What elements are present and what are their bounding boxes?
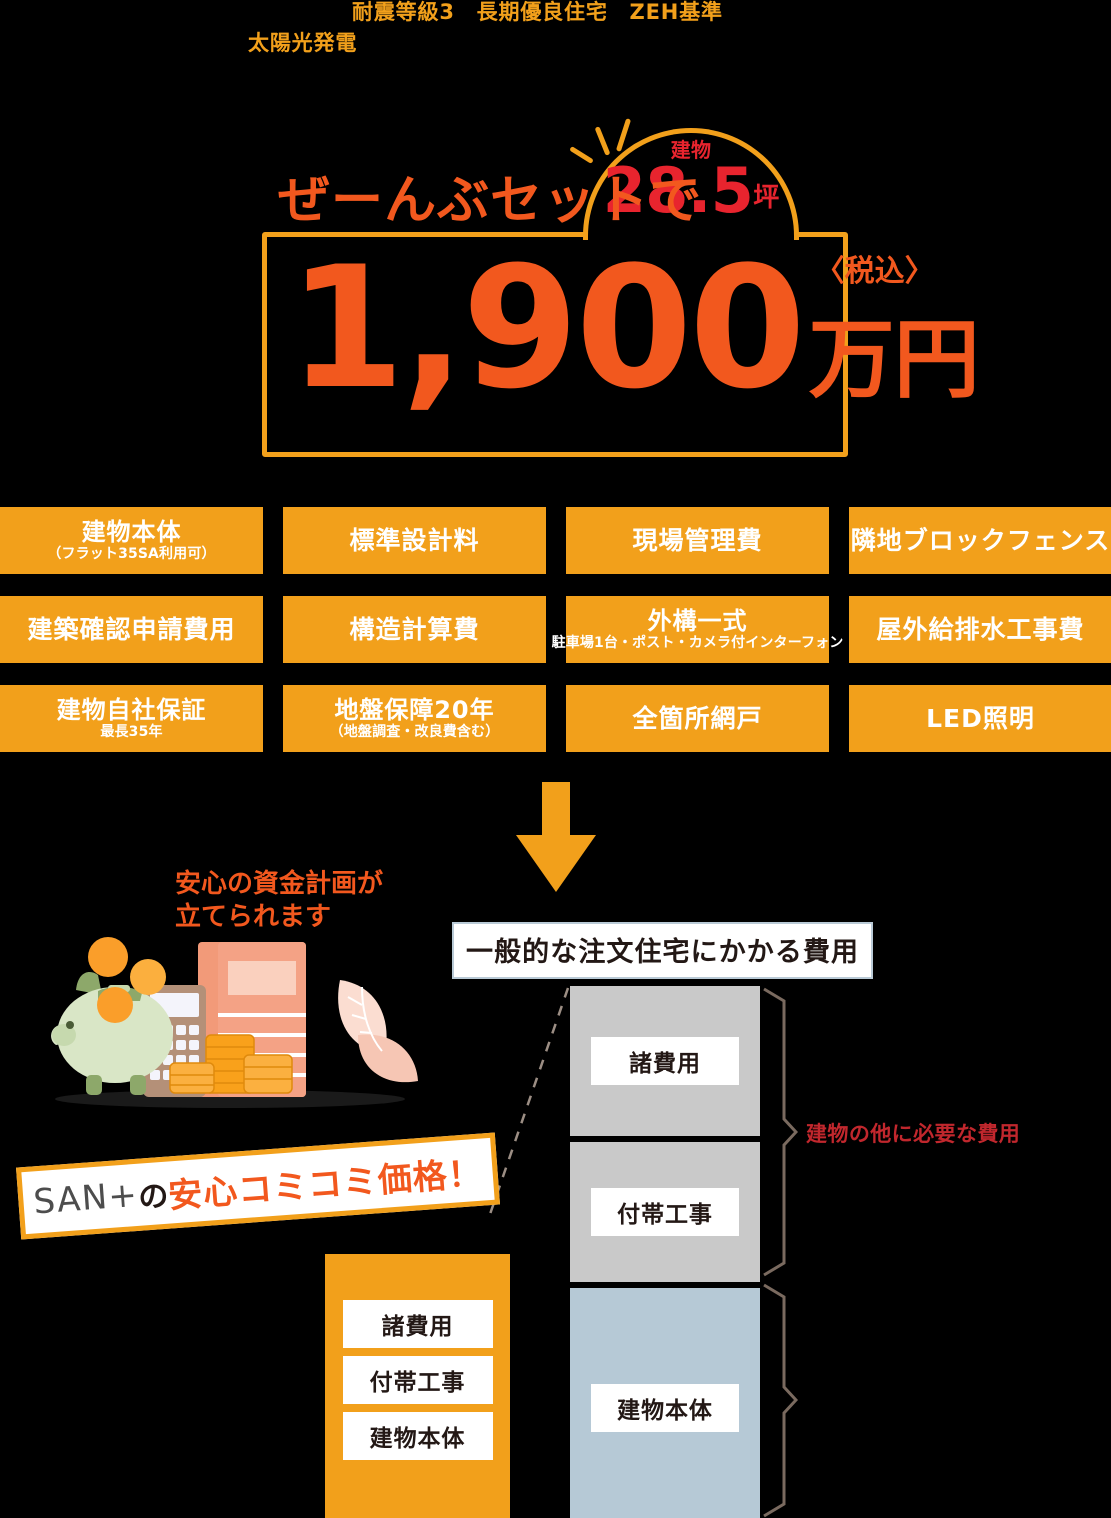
bracket-icon-2 [763, 1283, 798, 1518]
feature-title: 建物本体 [81, 517, 182, 546]
feature-grid: 建物本体（フラット35SA利用可） 標準設計料 現場管理費 隣地ブロックフェンス建築確… [0, 507, 1111, 752]
bar-segment-label: 建物本体 [342, 1412, 493, 1460]
feature-cell: 地盤保障20年（地盤調査・改良費含む） [283, 685, 546, 752]
feature-subtitle: （地盤調査・改良費含む） [329, 724, 500, 741]
coin-stack-icon [169, 1034, 293, 1094]
feature-subtitle: 駐車場1台・ポスト・カメラ付インターフォン [551, 635, 844, 652]
feature-title: 地盤保障20年 [334, 695, 495, 724]
price-row: 1,900 〈税込〉 万円 [288, 230, 980, 426]
price-unit: 万円 [808, 309, 980, 410]
bar-segment-label: 諸費用 [591, 1037, 739, 1085]
area-badge-label: 建物 [670, 138, 712, 162]
feature-title: 屋外給排水工事費 [876, 614, 1085, 644]
feature-title: 建築確認申請費用 [27, 614, 236, 644]
bar-segment: 建物本体 [570, 1288, 760, 1518]
anshin-line-1: 安心の資金計画が [175, 869, 384, 899]
feature-title: LED照明 [926, 703, 1035, 733]
feature-cell: 建築確認申請費用 [0, 596, 263, 663]
area-badge-value: 28.5 [602, 154, 754, 227]
feature-cell: LED照明 [849, 685, 1111, 752]
feature-cell: 建物本体（フラット35SA利用可） [0, 507, 263, 574]
feature-cell: 現場管理費 [566, 507, 829, 574]
bar-segment-label: 諸費用 [342, 1300, 493, 1348]
chart-caption: 一般的な注文住宅にかかる費用 [452, 922, 874, 979]
feature-cell: 建物自社保証最長35年 [0, 685, 263, 752]
ribbon-highlight: 安心コミコミ価格！ [166, 1153, 485, 1217]
bar-san-plus-cost: 諸費用付帯工事建物本体 [325, 1254, 510, 1518]
feature-title: 現場管理費 [632, 525, 763, 555]
feature-title: 全箇所網戸 [632, 703, 763, 733]
ribbon-particle: の [137, 1178, 170, 1216]
bar-general-cost: 諸費用付帯工事建物本体 [570, 986, 760, 1518]
feature-cell: 全箇所網戸 [566, 685, 829, 752]
feature-cell: 構造計算費 [283, 596, 546, 663]
bar-segment: 付帯工事 [570, 1142, 760, 1282]
area-badge: 建物 28.5坪 [583, 138, 799, 222]
coin-icon [88, 937, 128, 977]
feature-cell: 標準設計料 [283, 507, 546, 574]
tax-note: 〈税込〉 [814, 253, 935, 289]
anshin-line-2: 立てられます [175, 901, 332, 932]
bar-segment-label: 付帯工事 [342, 1356, 493, 1404]
san-plus-ribbon: SAN+ の 安心コミコミ価格！ [16, 1132, 500, 1240]
feature-title: 隣地ブロックフェンス [850, 525, 1111, 555]
down-arrow-icon [516, 782, 596, 892]
badge-line-2: 太陽光発電 [248, 31, 358, 55]
feature-title: 構造計算費 [349, 614, 480, 644]
feature-title: 標準設計料 [349, 525, 480, 555]
feature-cell: 隣地ブロックフェンス [849, 507, 1111, 574]
feature-cell: 外構一式駐車場1台・ポスト・カメラ付インターフォン [552, 596, 843, 663]
bracket-icon [763, 987, 798, 1277]
area-badge-unit: 坪 [753, 183, 780, 213]
price-number: 1,900 [288, 230, 806, 426]
piggy-bank-illustration [51, 937, 418, 1108]
feature-title: 外構一式 [647, 606, 748, 635]
anshin-note: 安心の資金計画が 立てられます [175, 868, 383, 933]
coin-icon [97, 987, 133, 1023]
bracket-label: 建物の他に必要な費用 [806, 1122, 1021, 1146]
leaf-icon-2 [358, 1034, 418, 1083]
hero-lead-text: ぜーんぶセットで [278, 171, 703, 231]
bar-segment-label: 建物本体 [591, 1384, 739, 1432]
coin-icon [130, 959, 166, 995]
badge-line-1: 耐震等級3 長期優良住宅 ZEH基準 [352, 0, 723, 24]
ribbon-brand: SAN+ [32, 1174, 140, 1223]
feature-title: 建物自社保証 [56, 695, 207, 724]
hero-price-block: 建物 28.5坪 ぜーんぶセットで 1,900 〈税込〉 万円 [0, 110, 1111, 490]
feature-subtitle: （フラット35SA利用可） [47, 546, 216, 563]
feature-subtitle: 最長35年 [100, 724, 163, 741]
feature-cell: 屋外給排水工事費 [849, 596, 1111, 663]
price-frame [262, 232, 848, 457]
bar-segment-label: 付帯工事 [591, 1188, 739, 1236]
bar-segment: 諸費用 [570, 986, 760, 1136]
